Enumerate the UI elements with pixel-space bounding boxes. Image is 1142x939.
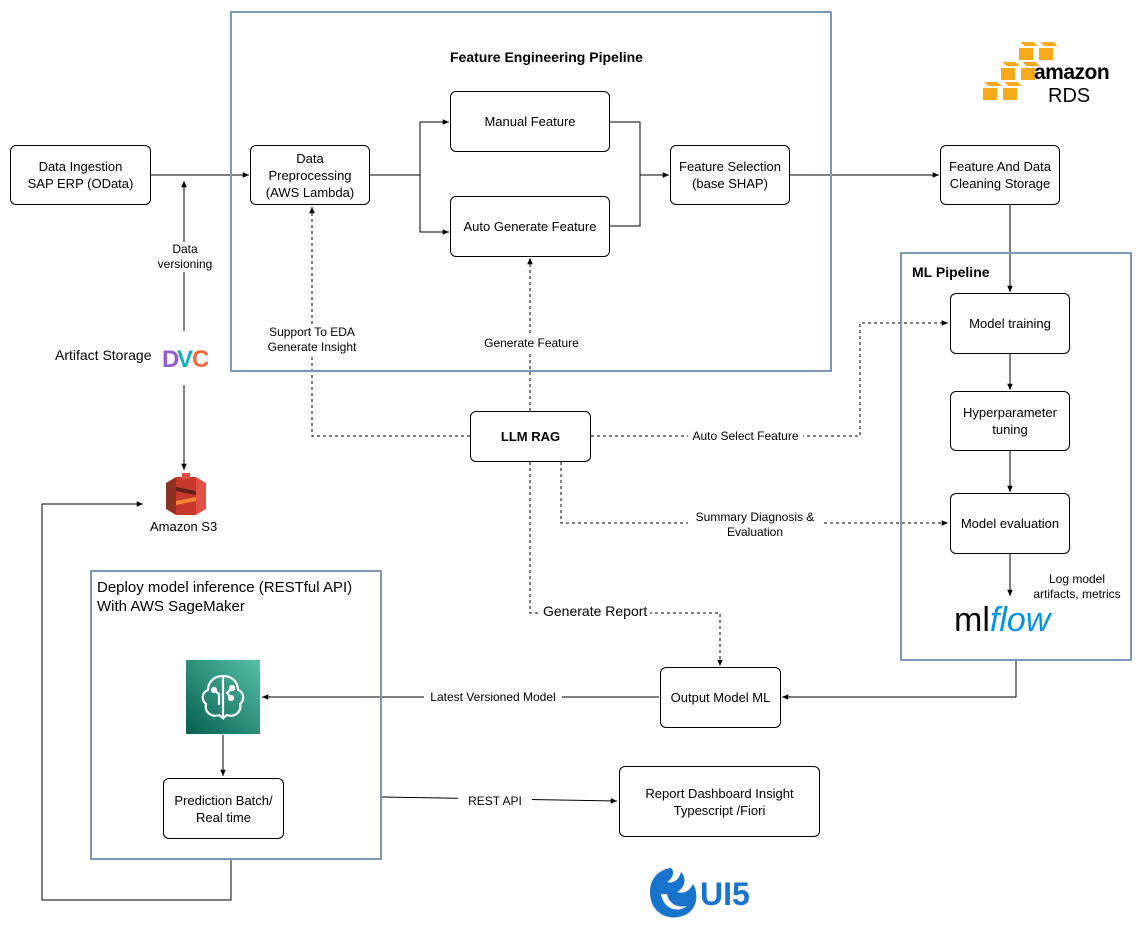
edge-deploy-to-s3 bbox=[41, 501, 232, 901]
deploy-title: Deploy model inference (RESTful API) Wit… bbox=[97, 579, 353, 615]
deploy-group bbox=[90, 570, 382, 860]
output-model-node[interactable]: Output Model ML bbox=[660, 667, 781, 728]
mlflow-logo: mlflow bbox=[954, 600, 1050, 640]
hyperparameter-tuning-node[interactable]: Hyperparameter tuning bbox=[950, 391, 1070, 451]
prediction-node[interactable]: Prediction Batch/ Real time bbox=[163, 778, 284, 839]
label-data-versioning: Data versioning bbox=[152, 242, 218, 272]
manual-feature-node[interactable]: Manual Feature bbox=[450, 91, 610, 152]
sagemaker-icon bbox=[186, 660, 260, 734]
svg-text:C: C bbox=[192, 346, 208, 372]
feature-selection-node[interactable]: Feature Selection (base SHAP) bbox=[670, 145, 790, 205]
ui5-bird-icon bbox=[649, 868, 697, 918]
ml-pipeline-title: ML Pipeline bbox=[912, 264, 990, 280]
label-rest-api: REST API bbox=[458, 794, 532, 809]
label-artifact-storage: Artifact Storage bbox=[55, 347, 152, 363]
rds-logo-text: RDS bbox=[1048, 85, 1091, 107]
edge-mlflow-output bbox=[782, 661, 1017, 700]
edge-to-auto-feature bbox=[419, 175, 449, 235]
data-ingestion-node[interactable]: Data Ingestion SAP ERP (OData) bbox=[10, 145, 151, 205]
edge-auto-to-selection bbox=[610, 175, 641, 227]
edge-llm-report bbox=[529, 462, 723, 666]
ui5-logo-text: UI5 bbox=[700, 876, 750, 912]
ml-pipeline-group bbox=[900, 252, 1132, 661]
edge-manual-to-selection bbox=[610, 121, 641, 175]
feature-storage-node[interactable]: Feature And Data Cleaning Storage bbox=[940, 145, 1060, 205]
feature-engineering-title: Feature Engineering Pipeline bbox=[450, 49, 643, 65]
auto-feature-node[interactable]: Auto Generate Feature bbox=[450, 196, 610, 257]
llm-rag-node[interactable]: LLM RAG bbox=[470, 411, 591, 462]
mlflow-ml-text: ml bbox=[954, 601, 990, 639]
feature-engineering-group bbox=[230, 11, 832, 372]
amazon-logo-text: amazon bbox=[1034, 61, 1110, 84]
edge-llm-eda bbox=[309, 207, 470, 437]
label-support-eda: Support To EDA Generate Insight bbox=[262, 325, 362, 355]
label-log-model: Log model artifacts, metrics bbox=[1033, 572, 1121, 601]
model-evaluation-node[interactable]: Model evaluation bbox=[950, 493, 1070, 554]
aws-cubes-icon bbox=[980, 40, 1063, 102]
svg-text:V: V bbox=[177, 346, 193, 372]
model-training-node[interactable]: Model training bbox=[950, 293, 1070, 354]
svg-text:D: D bbox=[162, 346, 179, 372]
label-generate-feature: Generate Feature bbox=[480, 336, 583, 351]
data-preprocessing-node[interactable]: Data Preprocessing (AWS Lambda) bbox=[250, 145, 370, 205]
amazon-s3-label: Amazon S3 bbox=[150, 519, 218, 534]
mlflow-flow-text: flow bbox=[989, 601, 1051, 639]
label-latest-model: Latest Versioned Model bbox=[424, 690, 562, 705]
label-generate-report: Generate Report bbox=[540, 604, 651, 619]
dvc-logo-icon: D V C bbox=[162, 346, 208, 372]
label-summary-diagnosis: Summary Diagnosis & Evaluation bbox=[688, 510, 822, 540]
amazon-s3-icon bbox=[166, 473, 206, 515]
label-auto-select-feature: Auto Select Feature bbox=[688, 429, 803, 444]
edge-to-manual-feature bbox=[419, 119, 449, 175]
report-dashboard-node[interactable]: Report Dashboard Insight Typescript /Fio… bbox=[619, 766, 820, 837]
